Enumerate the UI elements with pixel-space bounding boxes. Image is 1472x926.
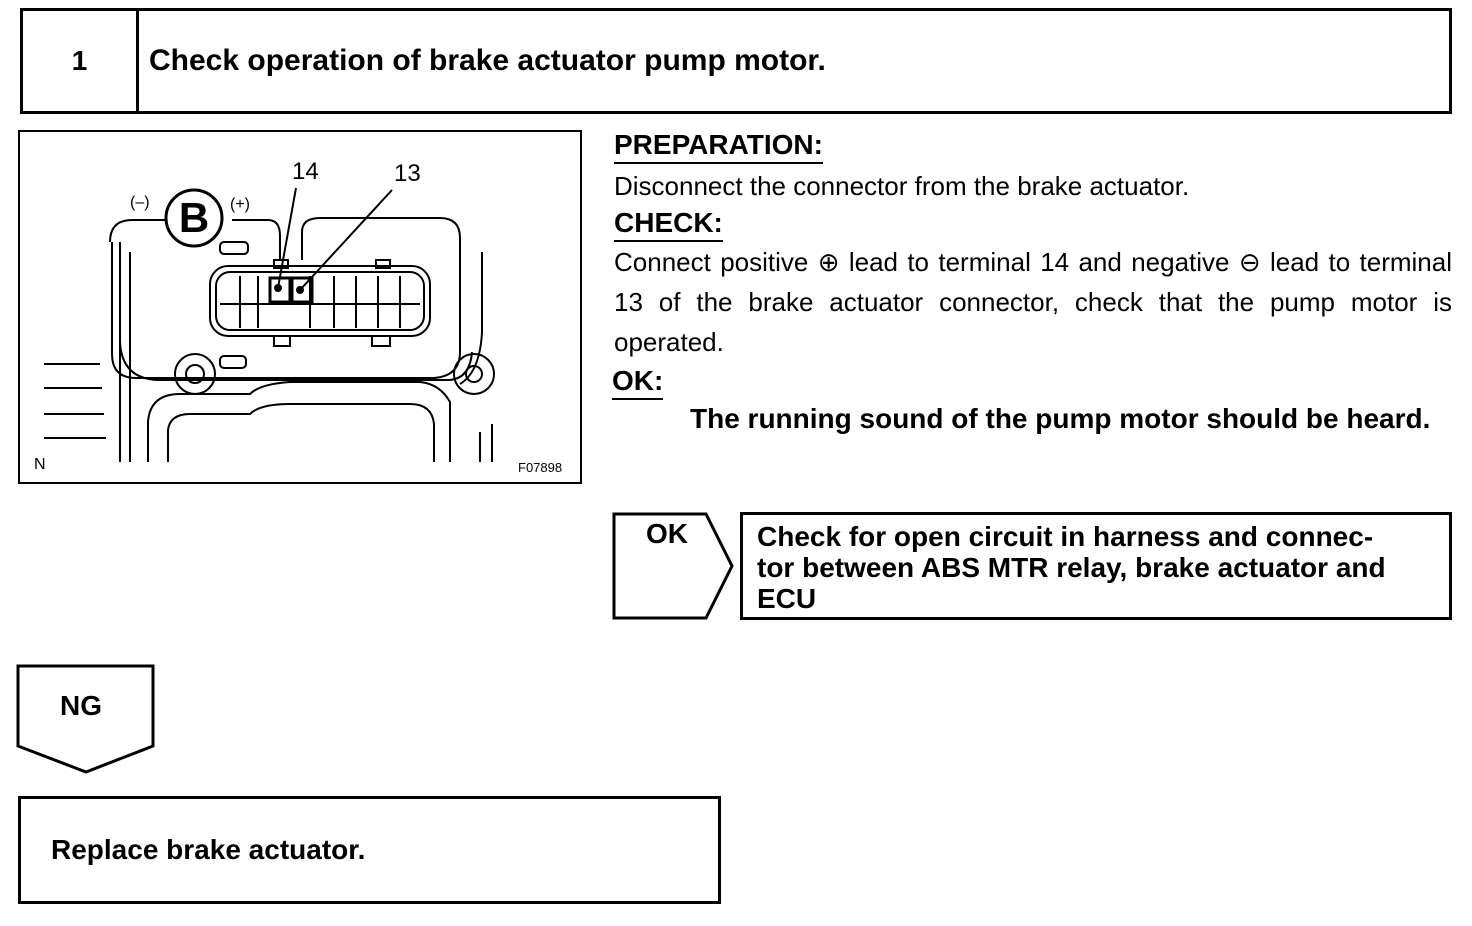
ng-arrow-icon [16, 664, 155, 774]
connector-label: B [178, 194, 210, 241]
ok-expected-result: The running sound of the pump motor shou… [690, 403, 1431, 434]
ok-action-box: Check for open circuit in harness and co… [740, 512, 1452, 620]
terminal-13-label: 13 [394, 160, 421, 187]
ok-heading: OK: [612, 366, 664, 400]
connector-diagram: B (–) (+) 14 13 N F07898 [18, 130, 582, 484]
check-heading: CHECK: [614, 208, 723, 242]
ok-action-line-3: ECU [757, 583, 817, 614]
preparation-heading: PREPARATION: [614, 130, 823, 164]
figure-corner-mark: N [34, 456, 46, 473]
ok-arrow-icon [612, 512, 734, 620]
step-header: 1 Check operation of brake actuator pump… [20, 8, 1452, 114]
step-title: Check operation of brake actuator pump m… [149, 44, 826, 77]
ok-action-line-1: Check for open circuit in harness and co… [757, 521, 1374, 552]
connector-drawing [44, 187, 495, 462]
step-number: 1 [23, 11, 139, 111]
terminal-14-label: 14 [292, 158, 319, 185]
negative-mark: (–) [130, 194, 150, 211]
positive-mark: (+) [230, 196, 250, 213]
ng-action-text: Replace brake actuator. [51, 834, 366, 865]
preparation-text: Disconnect the connector from the brake … [614, 171, 1190, 201]
ok-action-line-2: tor between ABS MTR relay, brake actuato… [757, 552, 1386, 583]
ng-flow-label: NG [60, 690, 102, 721]
figure-code: F07898 [518, 460, 563, 475]
ng-action-box: Replace brake actuator. [18, 796, 721, 904]
check-text: Connect positive ⊕ lead to terminal 14 a… [614, 247, 1452, 357]
ok-flow-label: OK [646, 518, 688, 549]
